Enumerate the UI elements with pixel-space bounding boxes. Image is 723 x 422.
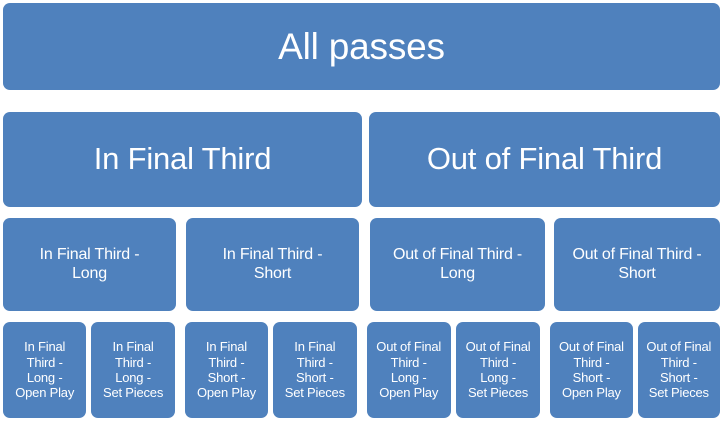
diagram-level-branches: In Final Third Out of Final Third: [3, 112, 720, 207]
node-out-of-final-third[interactable]: Out of Final Third: [369, 112, 720, 207]
node-in-final-third-long[interactable]: In Final Third - Long: [3, 218, 176, 311]
node-out-of-final-third-long-set-pieces[interactable]: Out of Final Third - Long - Set Pieces: [455, 322, 541, 418]
node-in-final-third-short[interactable]: In Final Third - Short: [186, 218, 359, 311]
node-in-final-third-long-open-play[interactable]: In Final Third - Long - Open Play: [3, 322, 87, 418]
node-in-final-third-long-set-pieces[interactable]: In Final Third - Long - Set Pieces: [91, 322, 175, 418]
node-all-passes[interactable]: All passes: [3, 3, 720, 90]
diagram-level-root: All passes: [3, 3, 720, 90]
node-out-of-final-third-long-open-play[interactable]: Out of Final Third - Long - Open Play: [366, 322, 451, 418]
node-out-of-final-third-short-open-play[interactable]: Out of Final Third - Short - Open Play: [550, 322, 633, 418]
node-in-final-third-short-set-pieces[interactable]: In Final Third - Short - Set Pieces: [273, 322, 357, 418]
diagram-level-leaves: In Final Third - Long - Open Play In Fin…: [3, 322, 720, 418]
node-out-of-final-third-short-set-pieces[interactable]: Out of Final Third - Short - Set Pieces: [637, 322, 720, 418]
diagram-level-sub-branches: In Final Third - Long In Final Third - S…: [3, 218, 720, 311]
node-in-final-third[interactable]: In Final Third: [3, 112, 362, 207]
node-in-final-third-short-open-play[interactable]: In Final Third - Short - Open Play: [184, 322, 269, 418]
node-out-of-final-third-long[interactable]: Out of Final Third - Long: [370, 218, 545, 311]
node-out-of-final-third-short[interactable]: Out of Final Third - Short: [554, 218, 720, 311]
